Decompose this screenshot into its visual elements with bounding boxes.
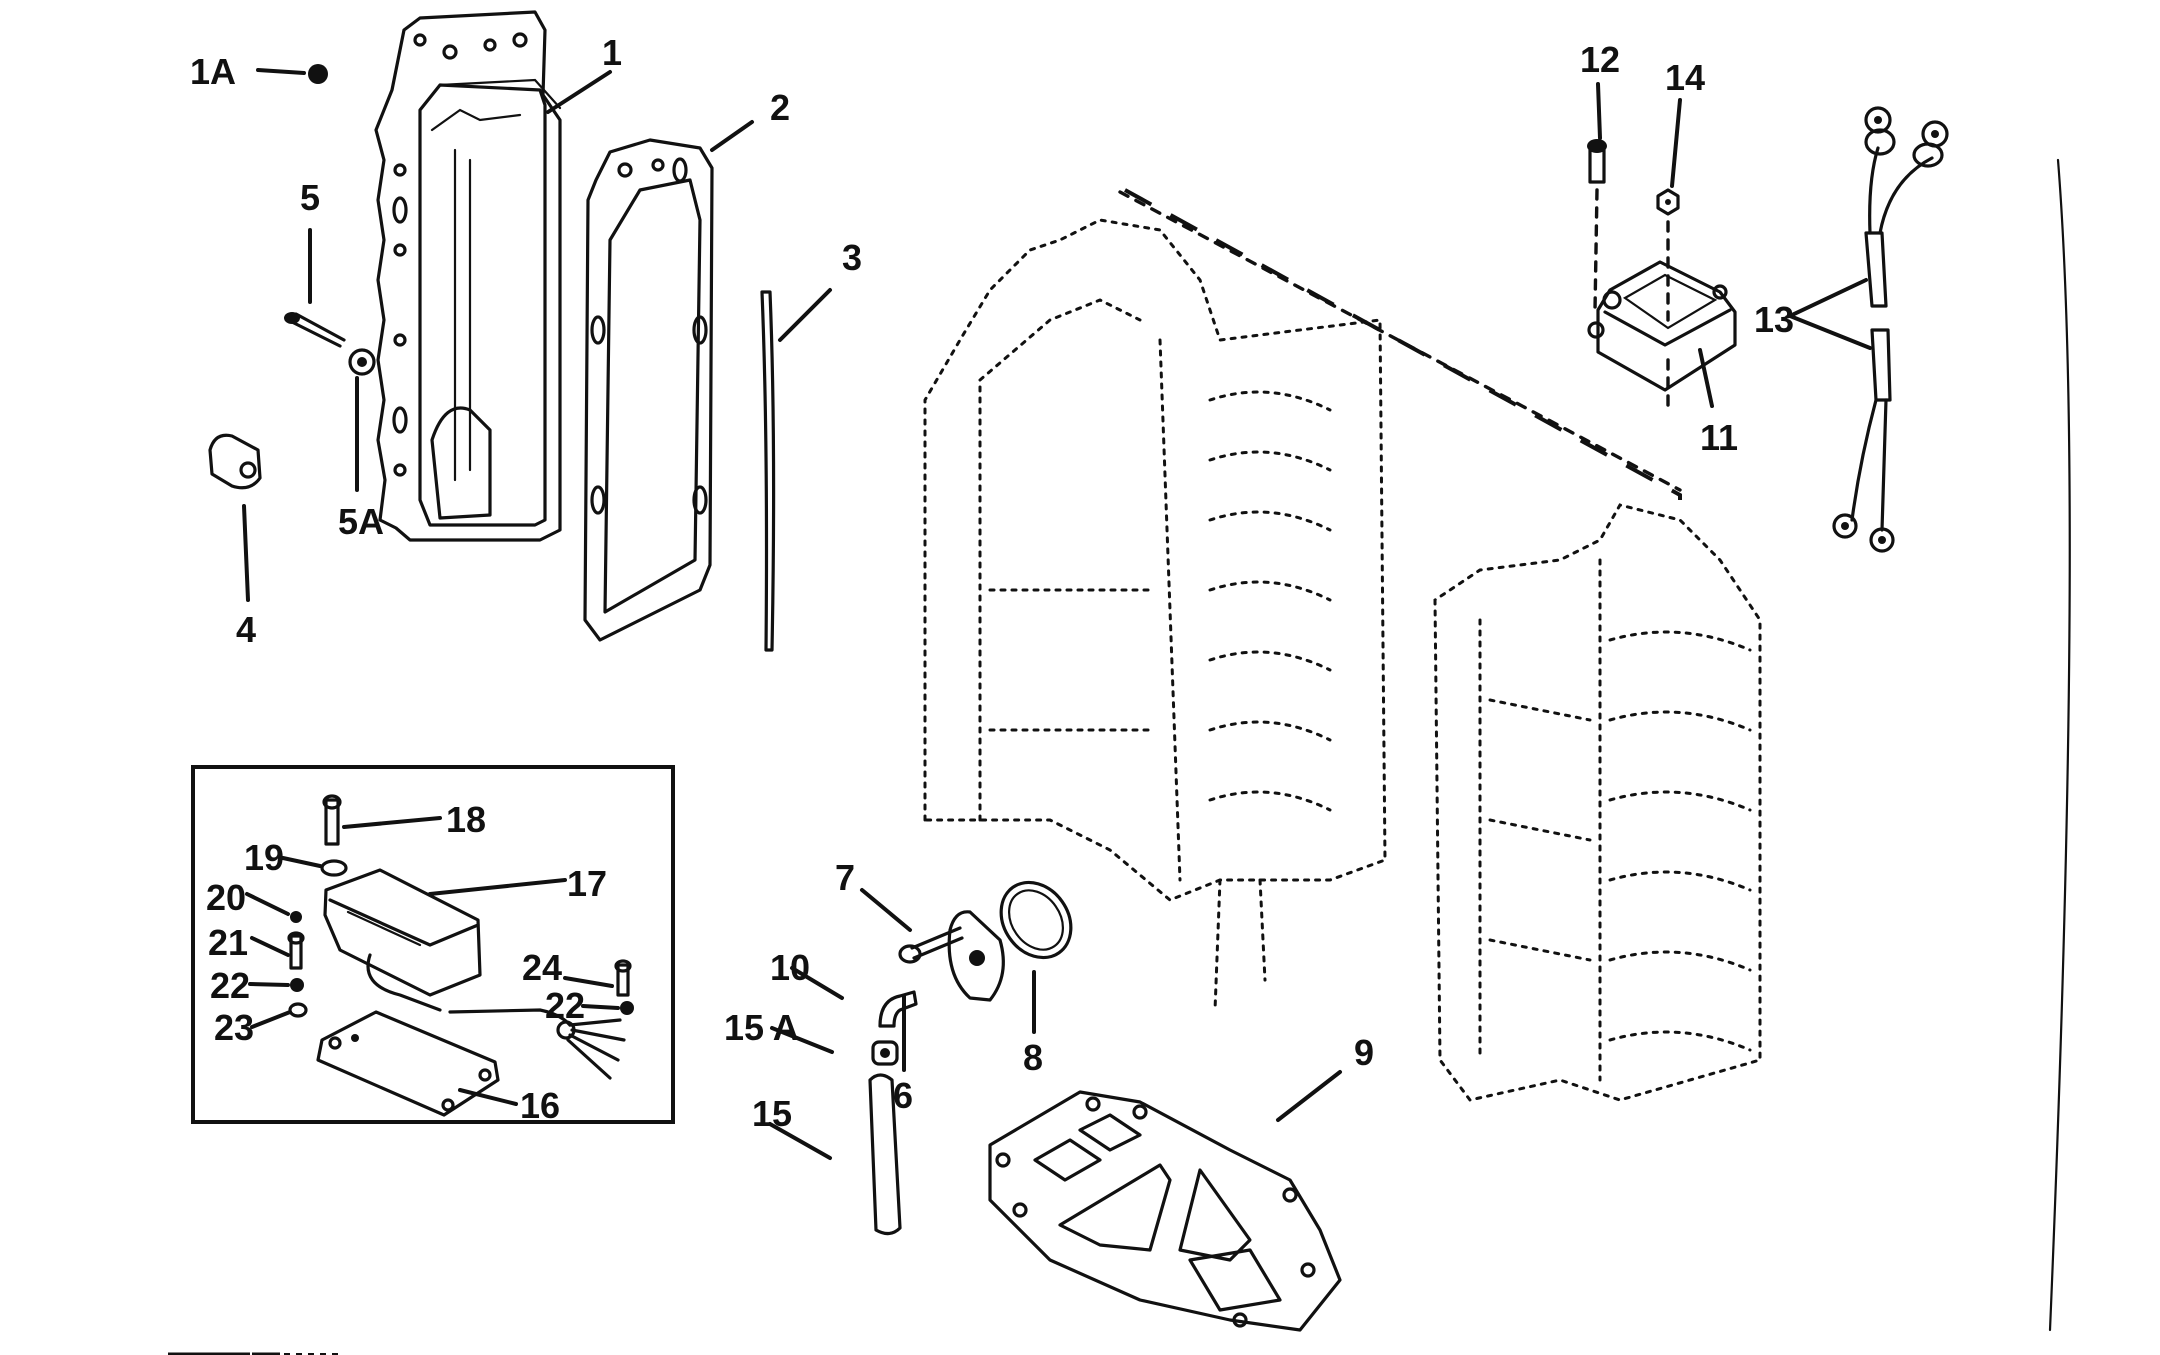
- callout-5[interactable]: 5: [300, 177, 320, 218]
- leader-1A: [256, 68, 306, 75]
- callout-22[interactable]: 22: [210, 965, 250, 1006]
- callout-15[interactable]: 15: [752, 1093, 792, 1134]
- part-5-screw: 5: [284, 177, 346, 348]
- leader-9: [1276, 1070, 1342, 1122]
- part-22-washer-left: 22: [210, 965, 304, 1006]
- leader-1: [546, 70, 612, 114]
- callout-10[interactable]: 10: [770, 947, 810, 988]
- part-23-washer: 23: [214, 1002, 308, 1048]
- callout-8[interactable]: 8: [1023, 1037, 1043, 1078]
- callout-18[interactable]: 18: [446, 799, 486, 840]
- leader-13: [1785, 278, 1872, 350]
- callout-4[interactable]: 4: [236, 609, 256, 650]
- leader-4: [242, 504, 250, 602]
- part-18-screw: 18: [322, 794, 486, 846]
- callout-15A[interactable]: 15 A: [724, 1007, 799, 1048]
- crankcase-block: [1433, 503, 1762, 1102]
- leader-12: [1596, 82, 1602, 140]
- callout-14[interactable]: 14: [1665, 57, 1705, 98]
- leader-14: [1670, 98, 1682, 188]
- part-4-clamp: 4: [208, 433, 262, 650]
- leader-22a: [248, 982, 290, 987]
- part-14-nut: 14: [1656, 57, 1705, 322]
- leader-19: [281, 856, 322, 868]
- part-7-bolt: 7: [835, 857, 964, 964]
- part-24-screw: 24: [522, 947, 632, 997]
- callout-2[interactable]: 2: [770, 87, 790, 128]
- callout-12[interactable]: 12: [1580, 39, 1620, 80]
- callout-3[interactable]: 3: [842, 237, 862, 278]
- callout-21[interactable]: 21: [208, 922, 248, 963]
- callout-7[interactable]: 7: [835, 857, 855, 898]
- callout-20[interactable]: 20: [206, 877, 246, 918]
- part-19-washer: 19: [244, 837, 348, 878]
- part-5A-washer: 5A: [338, 348, 384, 542]
- leader-18: [342, 816, 442, 829]
- part-3-seal-strip: 3: [760, 237, 862, 652]
- part-6-cover-plate: 6: [893, 910, 1005, 1116]
- callout-1A[interactable]: 1A: [190, 51, 236, 92]
- callout-23[interactable]: 23: [214, 1007, 254, 1048]
- part-17-switch-box: 17: [323, 863, 607, 1012]
- part-1-exhaust-cover: 1: [374, 10, 622, 542]
- callout-11[interactable]: 11: [1700, 417, 1738, 458]
- leader-10: [790, 966, 844, 1000]
- callout-5A[interactable]: 5A: [338, 501, 384, 542]
- part-13-ground-lead: 13: [1754, 106, 2071, 1332]
- leader-11: [1698, 348, 1714, 408]
- part-9-base-gasket: 9: [988, 1032, 1374, 1332]
- part-8-gasket: 8: [999, 880, 1073, 1078]
- leader-2: [710, 120, 754, 152]
- callout-6[interactable]: 6: [893, 1075, 913, 1116]
- callout-13[interactable]: 13: [1754, 299, 1794, 340]
- part-16-bracket: 16: [316, 1010, 560, 1126]
- leader-20: [245, 892, 290, 916]
- part-2-cover-gasket: 2: [583, 87, 790, 642]
- inset-switch-box-assembly: 18 19 17 20 21 22: [191, 765, 675, 1126]
- part-15-hose: 15: [752, 1073, 902, 1236]
- part-10-elbow: 10: [770, 947, 918, 1028]
- callout-19[interactable]: 19: [244, 837, 284, 878]
- part-11-module: 11: [1587, 260, 1738, 458]
- switch-box-wires: [448, 1008, 626, 1080]
- part-1A-plug: 1A: [190, 51, 328, 92]
- leader-3: [778, 288, 832, 342]
- part-20-washer: 20: [206, 877, 302, 923]
- leader-21: [250, 936, 290, 957]
- part-21-screw: 21: [208, 922, 305, 970]
- part-12-screw: 12: [1580, 39, 1620, 312]
- leader-22b: [581, 1004, 620, 1010]
- leader-24: [563, 976, 614, 988]
- part-15A-clamp: 15 A: [724, 1007, 899, 1066]
- callout-9[interactable]: 9: [1354, 1032, 1374, 1073]
- callout-24[interactable]: 24: [522, 947, 562, 988]
- leader-15: [768, 1122, 832, 1160]
- leader-17: [428, 878, 567, 896]
- edge-line: [2048, 158, 2071, 1332]
- callout-16[interactable]: 16: [520, 1085, 560, 1126]
- leader-16: [458, 1088, 518, 1106]
- callout-17[interactable]: 17: [567, 863, 607, 904]
- leader-23: [250, 1010, 292, 1029]
- powerhead-block: [923, 188, 1682, 1012]
- inset-frame: [191, 765, 675, 1124]
- leader-7: [860, 888, 912, 932]
- leader-15A: [770, 1026, 834, 1054]
- callout-1[interactable]: 1: [602, 32, 622, 73]
